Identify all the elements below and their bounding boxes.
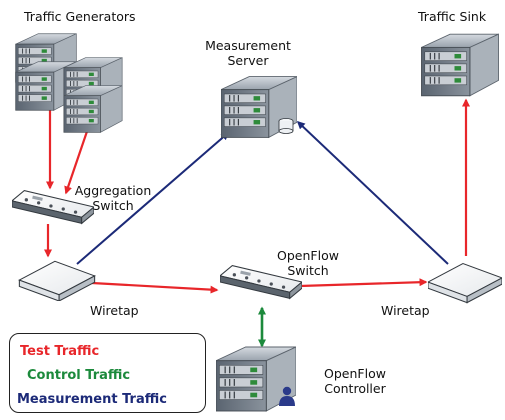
legend-measurement-traffic: Measurement Traffic [17,392,167,407]
openflow-controller [216,346,296,412]
legend-test-traffic: Test Traffic [20,344,100,359]
wiretap-right-label: Wiretap [381,303,430,318]
measurement-server-label-line2: Server [227,53,269,68]
aggregation-switch-label-line1: Aggregation [74,183,152,198]
measurement-traffic-links [76,120,449,265]
database-icon [278,118,294,134]
measurement-server [221,76,297,138]
openflow-controller-label-line2: Controller [324,381,386,396]
traffic-generators-label: Traffic Generators [24,9,136,24]
wiretap-right-device [428,263,502,304]
link-wiretap-right-to-measurement [296,120,449,265]
link-wiretap-to-openflow-switch [91,281,219,294]
openflow-switch-label-line2: Switch [287,263,329,278]
wiretap-left-device [18,260,96,301]
traffic-sink-label: Traffic Sink [418,9,487,24]
measurement-server-label-line1: Measurement [205,38,291,53]
traffic-legend: Test Traffic Control Traffic Measurement… [9,333,206,413]
link-wiretap-left-to-measurement [76,132,230,265]
openflow-switch-label-line1: OpenFlow [277,248,339,263]
openflow-controller-label-line1: OpenFlow [324,366,386,381]
user-icon [279,386,295,406]
link-openflow-switch-to-wiretap [299,278,428,288]
openflow-controller-label: OpenFlow Controller [320,366,390,396]
aggregation-switch-label: Aggregation Switch [68,183,158,213]
wiretap-left-label: Wiretap [90,303,139,318]
openflow-switch-label: OpenFlow Switch [268,248,348,278]
measurement-server-label: Measurement Server [198,38,298,68]
legend-control-traffic: Control Traffic [27,368,131,383]
traffic-sink [420,33,500,97]
aggregation-switch-label-line2: Switch [92,198,134,213]
traffic-generators [15,33,123,133]
